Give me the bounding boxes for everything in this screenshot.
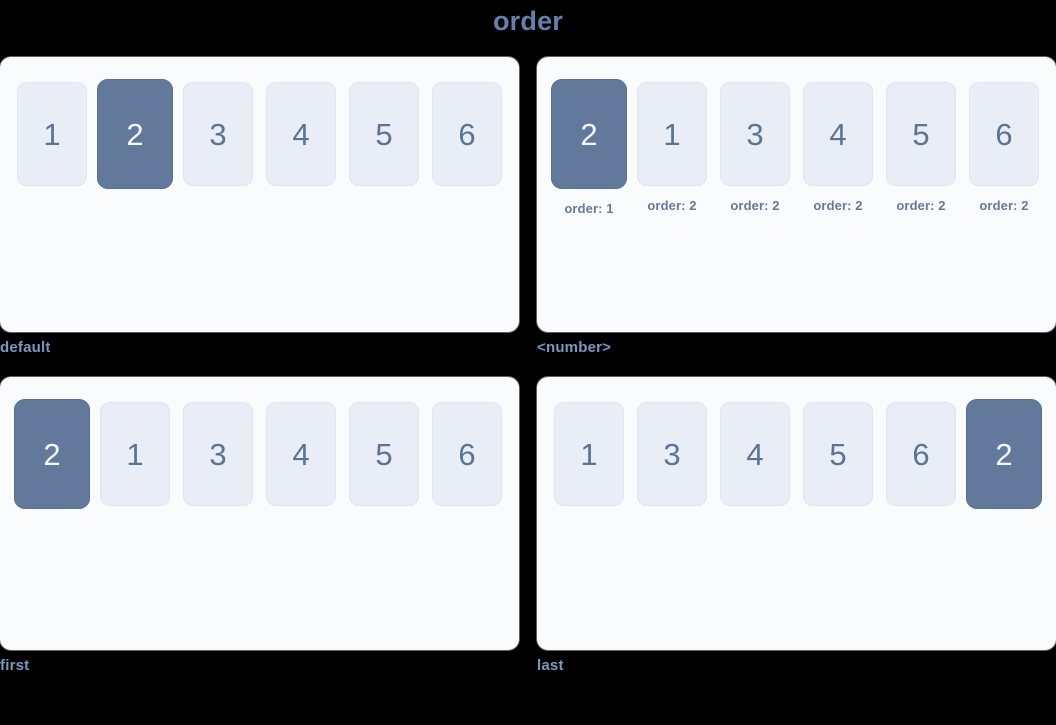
flex-item: 4 order: 2 <box>803 82 873 213</box>
flex-item-tile[interactable]: 1 <box>17 82 87 186</box>
flex-item: 3 <box>637 402 707 506</box>
flex-item: 6 <box>432 82 502 186</box>
flex-item-order-label: order: 1 <box>564 201 614 216</box>
panel-caption-last: last <box>537 657 564 674</box>
flex-item: 1 <box>100 402 170 506</box>
flex-item: 6 <box>432 402 502 506</box>
flex-item-tile[interactable]: 3 <box>183 402 253 506</box>
panel-caption-first: first <box>0 657 30 674</box>
panel-number: 2 order: 1 1 order: 2 3 order: 2 4 order: 2 5 ord… <box>537 57 1056 332</box>
panel-caption-number: <number> <box>537 339 612 356</box>
flex-item-tile[interactable]: 4 <box>803 82 873 186</box>
flex-item-tile-selected[interactable]: 2 <box>966 399 1042 509</box>
flex-item-tile[interactable]: 5 <box>803 402 873 506</box>
flex-item-tile[interactable]: 3 <box>183 82 253 186</box>
flex-item-tile[interactable]: 1 <box>554 402 624 506</box>
flex-item: 1 <box>17 82 87 186</box>
flex-item: 2 <box>97 79 173 189</box>
flex-item-tile[interactable]: 5 <box>886 82 956 186</box>
flex-item: 4 <box>720 402 790 506</box>
flex-item-tile[interactable]: 4 <box>266 82 336 186</box>
flex-item-tile[interactable]: 6 <box>969 82 1039 186</box>
flex-item: 2 <box>966 399 1042 509</box>
demo-cell-number: 2 order: 1 1 order: 2 3 order: 2 4 order: 2 5 ord… <box>537 57 1056 357</box>
flex-item: 3 order: 2 <box>720 82 790 213</box>
flex-item-tile[interactable]: 3 <box>720 82 790 186</box>
flex-item: 5 <box>803 402 873 506</box>
flex-item-order-label: order: 2 <box>647 198 697 213</box>
flex-item: 2 order: 1 <box>551 79 627 216</box>
flex-item: 1 order: 2 <box>637 82 707 213</box>
flex-item: 6 <box>886 402 956 506</box>
flex-item-tile[interactable]: 5 <box>349 402 419 506</box>
page-title: order <box>492 6 564 36</box>
flex-item: 4 <box>266 402 336 506</box>
panel-caption-default: default <box>0 339 51 356</box>
flex-item: 5 <box>349 82 419 186</box>
flex-item-tile-selected[interactable]: 2 <box>14 399 90 509</box>
flex-item: 5 <box>349 402 419 506</box>
flex-item: 2 <box>14 399 90 509</box>
flex-item-order-label: order: 2 <box>979 198 1029 213</box>
flex-item-tile[interactable]: 1 <box>100 402 170 506</box>
flex-item-tile[interactable]: 1 <box>637 82 707 186</box>
flex-item: 3 <box>183 82 253 186</box>
flex-item: 6 order: 2 <box>969 82 1039 213</box>
flex-item: 5 order: 2 <box>886 82 956 213</box>
flex-item-tile[interactable]: 6 <box>432 402 502 506</box>
flex-item: 1 <box>554 402 624 506</box>
flex-item-tile-selected[interactable]: 2 <box>551 79 627 189</box>
flex-item-order-label: order: 2 <box>896 198 946 213</box>
flex-item-tile[interactable]: 3 <box>637 402 707 506</box>
flex-item-order-label: order: 2 <box>813 198 863 213</box>
flex-item-tile[interactable]: 4 <box>720 402 790 506</box>
flex-item-tile-selected[interactable]: 2 <box>97 79 173 189</box>
flex-container-number: 2 order: 1 1 order: 2 3 order: 2 4 order: 2 5 ord… <box>551 79 1056 216</box>
flex-item-tile[interactable]: 6 <box>886 402 956 506</box>
flex-item-order-label: order: 2 <box>730 198 780 213</box>
flex-item-tile[interactable]: 5 <box>349 82 419 186</box>
flex-item-tile[interactable]: 6 <box>432 82 502 186</box>
flex-item: 3 <box>183 402 253 506</box>
flex-item-tile[interactable]: 4 <box>266 402 336 506</box>
flex-item: 4 <box>266 82 336 186</box>
